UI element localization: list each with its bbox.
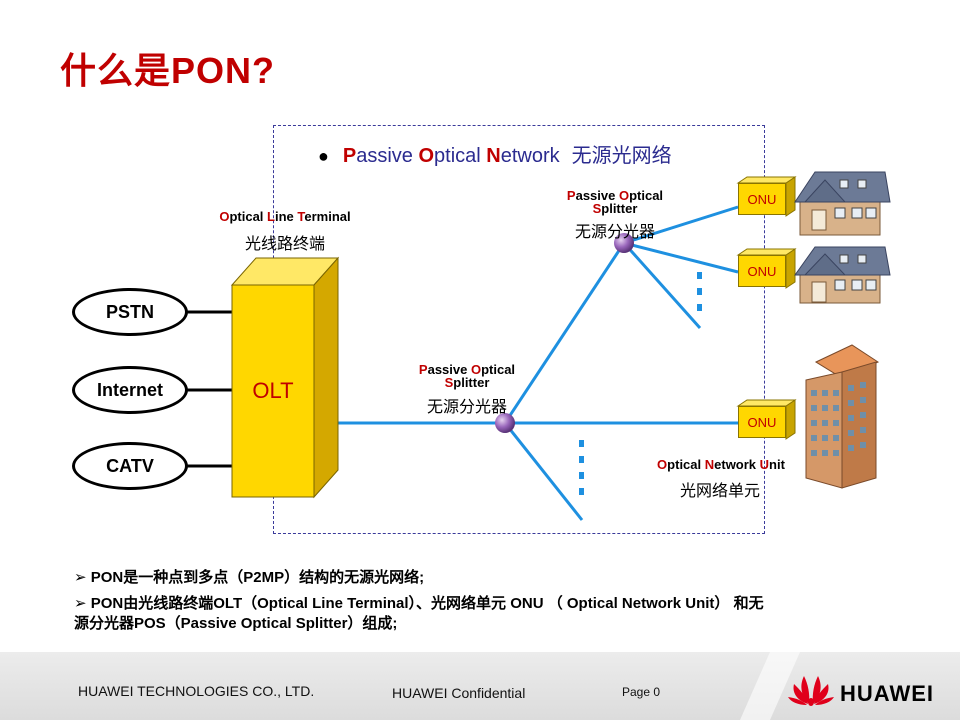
page-title: 什么是PON?	[60, 50, 276, 91]
pon-definition-heading: ● Passive Optical Network 无源光网络	[318, 139, 672, 168]
ellipsis-dot	[697, 288, 702, 295]
bullet-dot-icon: ●	[318, 146, 329, 166]
footer-bar	[0, 652, 960, 720]
house-icon-1	[794, 171, 891, 236]
ellipsis-dot	[697, 304, 702, 311]
splitter-to-onu2-fiber	[623, 241, 739, 274]
word-ptical: ptical	[434, 145, 487, 167]
olt-front-face	[231, 284, 315, 498]
onu-box-1: ONU	[738, 183, 786, 215]
footer-decor-icon	[740, 652, 800, 720]
splitter-top-icon	[614, 233, 634, 253]
pstn-oval: PSTN	[72, 288, 188, 336]
huawei-logo-icon	[788, 676, 834, 706]
splitter-top-en-caption: Passive Optical Splitter	[566, 188, 664, 216]
ellipsis-dot	[697, 272, 702, 279]
footer-page-number: Page 0	[622, 685, 661, 699]
splitter-to-splitter-fiber	[503, 242, 626, 424]
splitter-mid-en-caption: Passive Optical Splitter	[418, 362, 516, 390]
onu2-side	[785, 248, 796, 289]
olt-side-face	[313, 256, 339, 499]
olt-en-caption: Optical Line Terminal	[219, 209, 351, 224]
arrow-bullet-icon: ➢	[74, 595, 91, 612]
splitter-mid-cn-caption: 无源分光器	[426, 397, 507, 416]
house-icon-2	[794, 246, 891, 304]
onu-box-2: ONU	[738, 255, 786, 287]
pon-cn-label: 无源光网络	[571, 145, 672, 167]
letter-p: P	[342, 145, 357, 167]
splitter-top-cn-caption: 无源分光器	[574, 222, 655, 241]
ellipsis-dot	[579, 456, 584, 463]
footer-confidential: HUAWEI Confidential	[392, 685, 526, 701]
building-icon	[805, 344, 880, 489]
splitter-branch2-fiber	[622, 242, 702, 329]
word-assive: assive	[356, 145, 419, 167]
footer-company: HUAWEI TECHNOLOGIES CO., LTD.	[78, 683, 315, 699]
splitter-to-onu1-fiber	[623, 205, 739, 245]
arrow-bullet-icon: ➢	[74, 569, 91, 586]
catv-oval: CATV	[72, 442, 188, 490]
splitter-mid-icon	[495, 413, 515, 433]
note-item: ➢ PON由光线路终端OLT（Optical Line Terminal）、光网…	[74, 595, 764, 632]
huawei-brand-text: HUAWEI	[840, 681, 934, 706]
ellipsis-dot	[579, 488, 584, 495]
onu3-side	[785, 399, 796, 440]
onu1-side	[785, 176, 796, 217]
olt-label: OLT	[252, 378, 294, 403]
olt-cn-caption: 光线路终端	[244, 234, 325, 253]
onu-box-3: ONU	[738, 406, 786, 438]
ellipsis-dot	[579, 472, 584, 479]
letter-n: N	[486, 145, 501, 167]
ellipsis-dot	[579, 440, 584, 447]
onu-en-caption: Optical Network Unit	[657, 457, 785, 472]
word-etwork: etwork	[500, 145, 560, 167]
splitter-branch-fiber	[503, 422, 584, 521]
notes-list: ➢ PON是一种点到多点（P2MP）结构的无源光网络; ➢ PON由光线路终端O…	[74, 568, 774, 640]
onu-cn-caption: 光网络单元	[679, 481, 760, 500]
letter-o: O	[418, 145, 435, 167]
internet-oval: Internet	[72, 366, 188, 414]
note-item: ➢ PON是一种点到多点（P2MP）结构的无源光网络;	[74, 569, 425, 586]
